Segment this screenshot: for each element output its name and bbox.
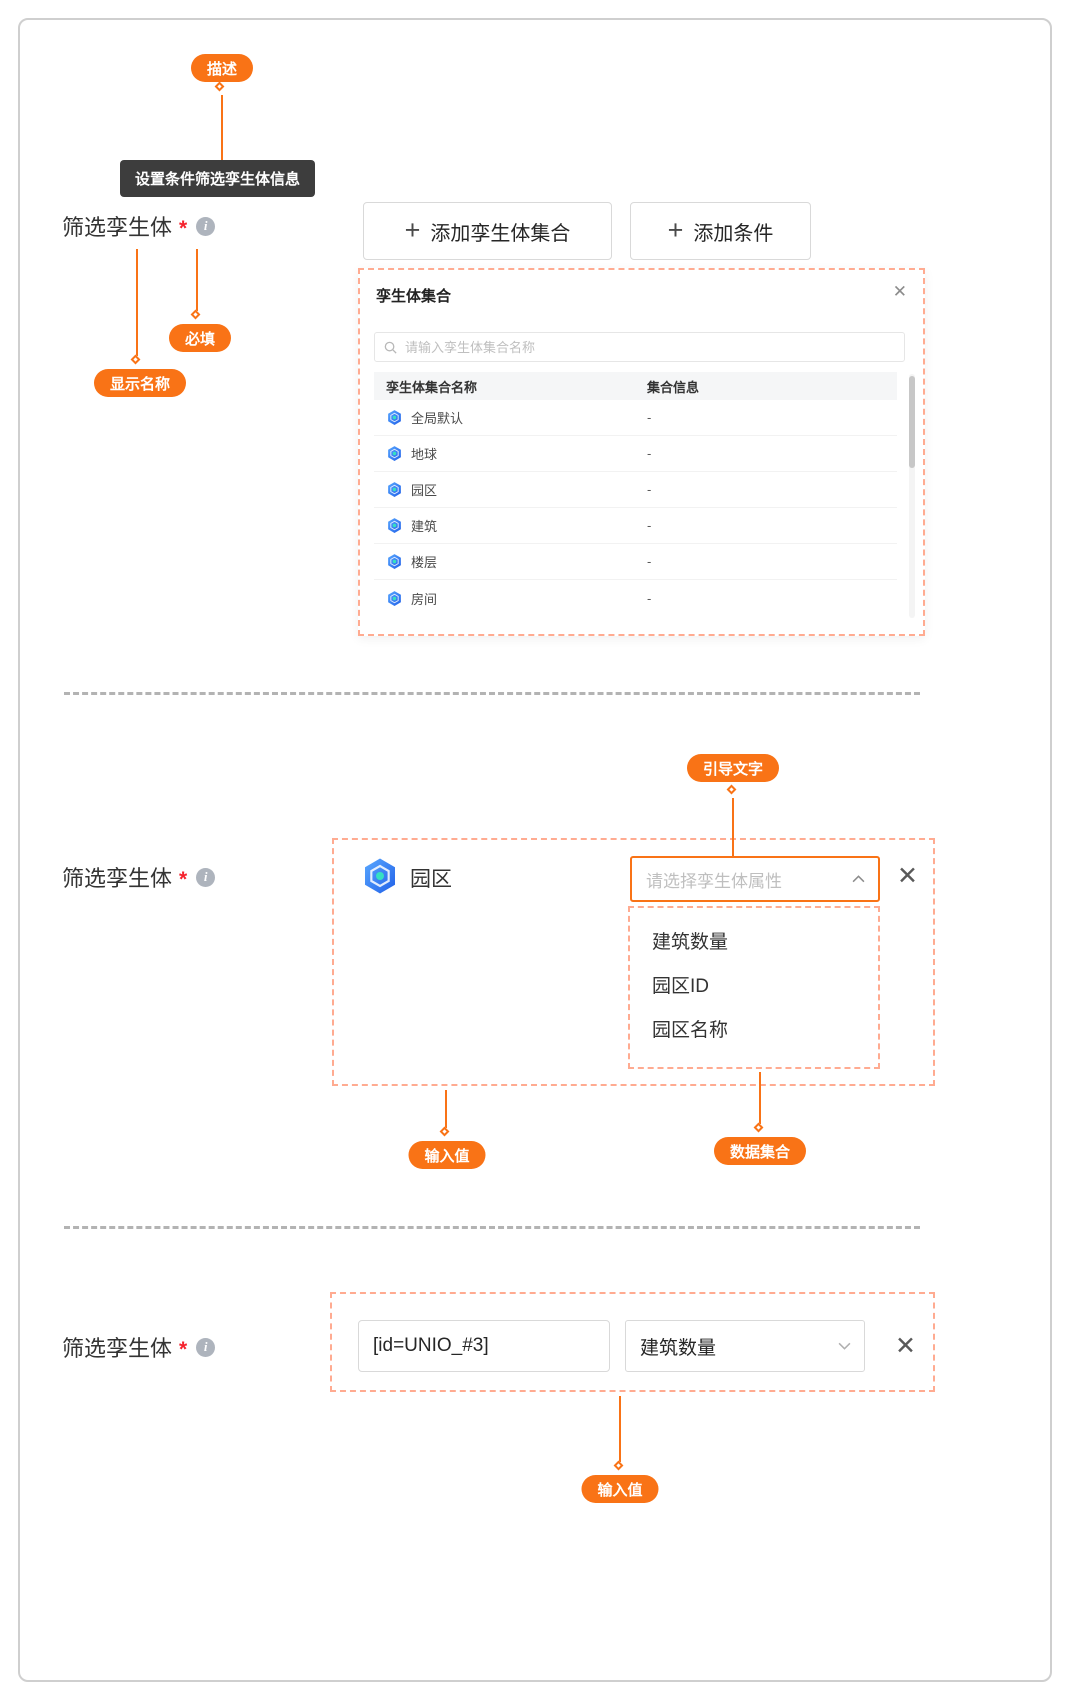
twin-icon bbox=[388, 518, 401, 533]
attribute-select-value: 建筑数量 bbox=[640, 1337, 717, 1359]
dropdown-option[interactable]: 园区名称 bbox=[652, 1019, 729, 1041]
row-info: - bbox=[647, 590, 652, 606]
annotation-badge-guide-text: 引导文字 bbox=[686, 754, 780, 782]
remove-condition-icon[interactable]: ✕ bbox=[897, 862, 918, 890]
field-label: 筛选孪生体 bbox=[62, 866, 173, 891]
row-info: - bbox=[647, 518, 652, 533]
field-label: 筛选孪生体 bbox=[62, 1336, 173, 1361]
section-divider bbox=[64, 1226, 920, 1229]
connector-line-required bbox=[196, 249, 198, 311]
chevron-up-icon bbox=[852, 875, 865, 883]
row-info: - bbox=[647, 554, 652, 569]
scrollbar-thumb[interactable] bbox=[909, 376, 915, 468]
twin-icon bbox=[388, 590, 401, 606]
connector-line-input-value-bottom bbox=[619, 1396, 621, 1462]
annotation-badge-input-value-bottom: 输入值 bbox=[581, 1475, 659, 1503]
required-asterisk: * bbox=[179, 868, 188, 891]
row-name: 建筑 bbox=[411, 519, 438, 534]
table-row[interactable]: 地球 - bbox=[374, 436, 897, 472]
twin-icon bbox=[388, 482, 401, 497]
row-name: 楼层 bbox=[411, 555, 438, 570]
panel-title: 孪生体集合 bbox=[376, 288, 452, 305]
column-header-name: 孪生体集合名称 bbox=[386, 379, 478, 395]
field-label-group-1: 筛选孪生体 * i bbox=[62, 210, 216, 242]
info-icon[interactable]: i bbox=[196, 216, 216, 236]
plus-icon: + bbox=[667, 214, 684, 245]
plus-icon: + bbox=[404, 214, 421, 245]
row-info: - bbox=[647, 410, 652, 425]
attribute-dropdown: 建筑数量 园区ID 园区名称 bbox=[628, 906, 880, 1069]
connector-line-guide-text bbox=[732, 798, 734, 858]
attribute-select[interactable]: 请选择孪生体属性 bbox=[630, 856, 880, 902]
dropdown-option[interactable]: 园区ID bbox=[652, 975, 710, 997]
column-header-info: 集合信息 bbox=[647, 379, 700, 395]
search-box bbox=[374, 332, 905, 362]
info-icon[interactable]: i bbox=[196, 867, 216, 887]
field-label-group-2: 筛选孪生体 * i bbox=[62, 861, 216, 893]
table-row[interactable]: 全局默认 - bbox=[374, 400, 897, 436]
connector-line-describe bbox=[221, 95, 223, 160]
info-icon[interactable]: i bbox=[196, 1337, 216, 1357]
annotation-badge-required: 必填 bbox=[168, 324, 232, 352]
add-collection-button[interactable]: + 添加孪生体集合 bbox=[363, 202, 612, 260]
add-condition-button[interactable]: + 添加条件 bbox=[630, 202, 811, 260]
scrollbar-track[interactable] bbox=[909, 374, 915, 618]
section-divider bbox=[64, 692, 920, 695]
annotation-badge-input-value: 输入值 bbox=[408, 1141, 486, 1169]
value-input[interactable] bbox=[358, 1320, 610, 1372]
dropdown-option[interactable]: 建筑数量 bbox=[652, 931, 729, 953]
connector-line-data-collection bbox=[759, 1072, 761, 1124]
search-icon bbox=[384, 341, 397, 354]
annotation-badge-display-name: 显示名称 bbox=[93, 369, 187, 397]
required-asterisk: * bbox=[179, 1338, 188, 1361]
chevron-down-icon bbox=[838, 1342, 851, 1350]
page-frame bbox=[18, 18, 1052, 1682]
table-row[interactable]: 房间 - bbox=[374, 580, 897, 616]
twin-icon bbox=[365, 858, 395, 894]
attribute-select[interactable]: 建筑数量 bbox=[625, 1320, 865, 1372]
connector-line-display-name bbox=[136, 249, 138, 356]
row-info: - bbox=[647, 482, 652, 497]
table-row[interactable]: 建筑 - bbox=[374, 508, 897, 544]
field-label-group-3: 筛选孪生体 * i bbox=[62, 1331, 216, 1363]
annotation-badge-data-collection: 数据集合 bbox=[713, 1137, 807, 1165]
table-row[interactable]: 楼层 - bbox=[374, 544, 897, 580]
twin-icon bbox=[388, 410, 401, 425]
tooltip: 设置条件筛选孪生体信息 bbox=[120, 160, 316, 197]
row-name: 全局默认 bbox=[411, 411, 464, 426]
table-row[interactable]: 园区 - bbox=[374, 472, 897, 508]
add-condition-button-label: 添加条件 bbox=[693, 222, 774, 245]
row-name: 地球 bbox=[411, 447, 438, 462]
row-name: 园区 bbox=[411, 483, 438, 498]
annotation-badge-describe: 描述 bbox=[190, 54, 254, 82]
close-icon[interactable]: ✕ bbox=[892, 282, 907, 301]
connector-line-input-value bbox=[445, 1090, 447, 1128]
remove-condition-icon[interactable]: ✕ bbox=[895, 1332, 916, 1360]
twin-collection-panel: 孪生体集合 ✕ 孪生体集合名称 集合信息 全局默认 - 地球 - 园区 - 建筑 bbox=[358, 268, 925, 636]
add-collection-button-label: 添加孪生体集合 bbox=[430, 222, 571, 245]
row-name: 房间 bbox=[411, 591, 438, 607]
required-asterisk: * bbox=[179, 217, 188, 240]
twin-name: 园区 bbox=[410, 868, 452, 891]
table-header: 孪生体集合名称 集合信息 bbox=[374, 372, 897, 400]
row-info: - bbox=[647, 446, 652, 461]
attribute-select-placeholder: 请选择孪生体属性 bbox=[646, 871, 782, 891]
field-label: 筛选孪生体 bbox=[62, 215, 173, 240]
search-input[interactable] bbox=[403, 333, 898, 361]
twin-icon bbox=[388, 554, 401, 569]
twin-icon bbox=[388, 446, 401, 461]
